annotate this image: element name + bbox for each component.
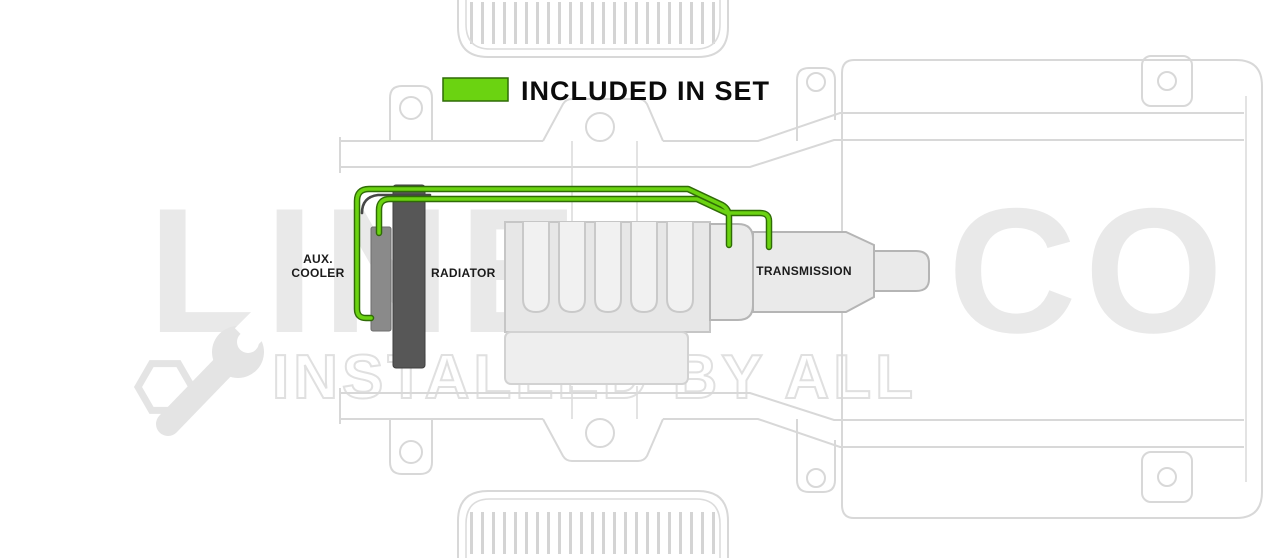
bracket-rear-top (1141, 55, 1193, 107)
radiator (392, 184, 426, 369)
legend-label: INCLUDED IN SET (521, 76, 770, 106)
radiator-label: RADIATOR (431, 266, 496, 280)
chassis-frame (339, 0, 1263, 558)
bracket-front-top (389, 85, 433, 141)
frame-rail-top (340, 112, 1244, 168)
watermark-brand-right: CO (948, 171, 1231, 370)
wrench-icon (133, 309, 274, 436)
transmission (709, 223, 930, 321)
crossmember-bottom (542, 386, 664, 462)
transmission-body (752, 231, 875, 313)
engine-block (504, 221, 711, 385)
tire-bottom (457, 490, 729, 558)
cooler-line-inner (377, 197, 771, 249)
tire-top (457, 0, 729, 58)
legend: INCLUDED IN SET (442, 76, 770, 106)
transmission-cooler-lines (353, 185, 773, 322)
bracket-mid-bottom (796, 419, 836, 493)
bracket-mid-top (796, 67, 836, 141)
cooler-line-outer (355, 187, 731, 320)
aux-cooler (370, 226, 392, 332)
bracket-rear-bottom (1141, 451, 1193, 503)
part-labels: AUX. COOLER RADIATOR TRANSMISSION (291, 252, 851, 280)
frame-rear-bed (841, 59, 1263, 519)
crossmember-top (542, 98, 664, 222)
aux-cooler-label-line1: AUX. (303, 252, 333, 266)
transmission-label: TRANSMISSION (756, 264, 852, 278)
tail-shaft (873, 250, 930, 292)
existing-line-segment (360, 193, 432, 215)
legend-color-swatch (442, 77, 509, 102)
aux-cooler-label-line2: COOLER (291, 266, 344, 280)
bracket-front-bottom (389, 419, 433, 475)
frame-rail-bottom (340, 392, 1244, 448)
oil-pan (504, 331, 689, 385)
